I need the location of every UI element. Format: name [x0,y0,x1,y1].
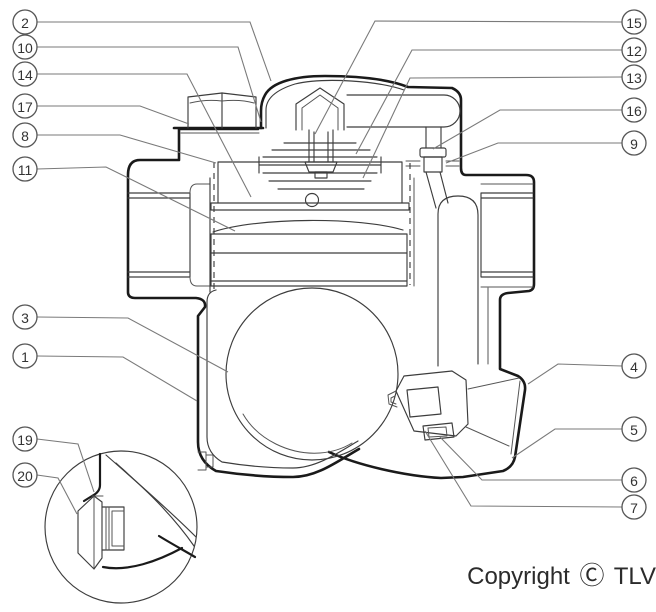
float-ball [225,287,399,461]
callout-bubble-8 [12,122,38,148]
copyright-brand: TLV [613,563,656,590]
callout-4: 4 [527,353,647,385]
callout-bubble-5 [621,416,647,442]
callout-bubble-19 [12,426,38,452]
leader-line-6 [439,436,622,481]
callout-bubble-13 [621,64,647,90]
callout-bubble-14 [12,61,38,87]
callout-8: 8 [12,122,217,164]
callout-bubble-4 [621,353,647,379]
callout-number-8: 8 [21,128,29,144]
detail-hex-plug [77,495,125,570]
callout-17: 17 [12,93,190,125]
leader-line-9 [445,142,622,164]
callout-number-10: 10 [17,40,33,56]
leader-line-10 [37,46,262,123]
leader-line-7 [424,430,623,508]
callout-10: 10 [12,34,262,123]
callout-number-5: 5 [630,422,638,438]
leader-line-3 [36,316,229,373]
callout-number-1: 1 [21,349,29,365]
leader-line-20 [36,474,78,515]
callout-14: 14 [12,61,252,198]
callout-1: 1 [12,343,198,402]
callout-bubble-17 [12,93,38,119]
callout-7: 7 [424,430,647,520]
air-vent-element [258,87,382,208]
valve-seat-assembly [387,370,521,455]
callout-9: 9 [445,130,647,164]
callout-bubble-3 [12,304,38,330]
callout-bubble-1 [12,343,38,369]
float-chamber-wall [206,289,359,469]
callout-number-16: 16 [626,103,642,119]
copyright-pre: Copyright [467,563,570,590]
outlet-passage [437,195,479,367]
callout-bubble-6 [621,467,647,493]
callout-bubble-16 [621,97,647,123]
callout-number-3: 3 [21,310,29,326]
callout-bubble-15 [621,9,647,35]
callout-bubble-11 [12,156,38,182]
callout-number-19: 19 [17,432,33,448]
leader-line-4 [527,363,623,385]
callout-13: 13 [362,64,647,179]
callout-bubble-7 [621,494,647,520]
callout-number-13: 13 [626,70,642,86]
leader-line-1 [36,355,198,402]
callout-3: 3 [12,304,229,373]
leader-line-5 [511,428,622,459]
callout-bubble-10 [12,34,38,60]
callout-number-20: 20 [17,468,33,484]
callout-20: 20 [12,462,78,515]
callout-number-11: 11 [18,162,33,178]
callout-number-4: 4 [630,359,638,375]
copyright-text: Copyright Ⓒ TLV [460,556,656,592]
callout-number-2: 2 [21,15,29,31]
drain-plug-mini [197,451,214,471]
callout-2: 2 [12,9,272,82]
detail-view [44,450,198,604]
leader-line-2 [37,21,272,82]
copyright-symbol-icon: Ⓒ [579,562,605,590]
leader-line-11 [36,166,236,232]
callout-number-12: 12 [626,43,642,59]
leader-line-14 [37,73,252,198]
callout-number-6: 6 [630,473,638,489]
cap-inner-line [265,79,405,129]
leader-line-15 [314,20,623,135]
strainer-threads [213,162,415,290]
callout-number-15: 15 [626,15,642,31]
callout-19: 19 [12,426,95,493]
leader-line-17 [37,105,190,125]
callout-6: 6 [439,436,647,493]
callout-15: 15 [314,9,647,135]
trap-body-outline [126,74,536,480]
callout-number-7: 7 [630,500,638,516]
leader-line-8 [37,134,217,164]
callout-bubble-20 [12,462,38,488]
leader-line-16 [432,109,622,150]
leader-line-12 [355,49,622,155]
float-cage [210,161,410,287]
callout-5: 5 [511,416,647,459]
leader-line-13 [362,76,623,179]
callout-bubble-9 [621,130,647,156]
leader-line-19 [36,438,95,493]
callout-12: 12 [355,37,647,155]
inlet-port [127,177,211,293]
callout-bubble-12 [621,37,647,63]
callout-16: 16 [432,97,647,150]
callout-number-14: 14 [17,67,33,83]
callout-number-17: 17 [17,99,33,115]
callout-layer: 2 10 14 17 8 11 3 1 19 20 15 12 13 16 9 4 5 6 7 [12,9,647,520]
callout-number-9: 9 [630,136,638,152]
callout-bubble-2 [12,9,38,35]
callout-11: 11 [12,156,236,232]
right-port [480,183,534,365]
detail-circle [44,450,198,604]
